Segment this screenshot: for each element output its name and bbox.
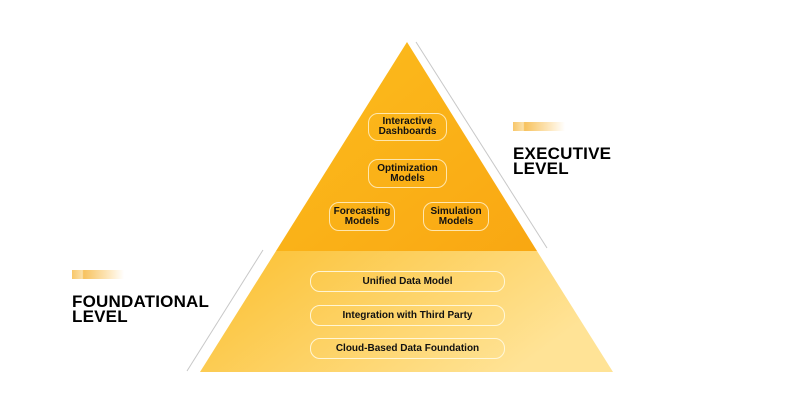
executive-tier [276,42,537,251]
item-cloud-data-foundation: Cloud-Based Data Foundation [310,338,505,359]
foundational-divider-line [186,249,264,372]
executive-accent-bar [513,122,565,131]
item-line: Simulation [430,205,482,217]
foundational-tier [200,251,613,372]
item-unified-data-model: Unified Data Model [310,271,505,292]
title-line: EXECUTIVE [513,144,612,163]
foundational-accent-bar [72,270,124,279]
item-line: Interactive [382,116,433,127]
executive-divider-line [415,41,548,249]
item-line: Optimization [377,162,438,174]
title-line: FOUNDATIONAL [72,292,210,311]
title-line: LEVEL [513,159,569,178]
item-line: Models [344,215,380,227]
item-line: Models [390,172,425,184]
item-line: Models [438,215,474,227]
item-line: Forecasting [333,205,391,217]
item-line: Dashboards [378,126,437,137]
item-integration-third-party: Integration with Third Party [310,305,505,326]
title-line: LEVEL [72,307,128,326]
